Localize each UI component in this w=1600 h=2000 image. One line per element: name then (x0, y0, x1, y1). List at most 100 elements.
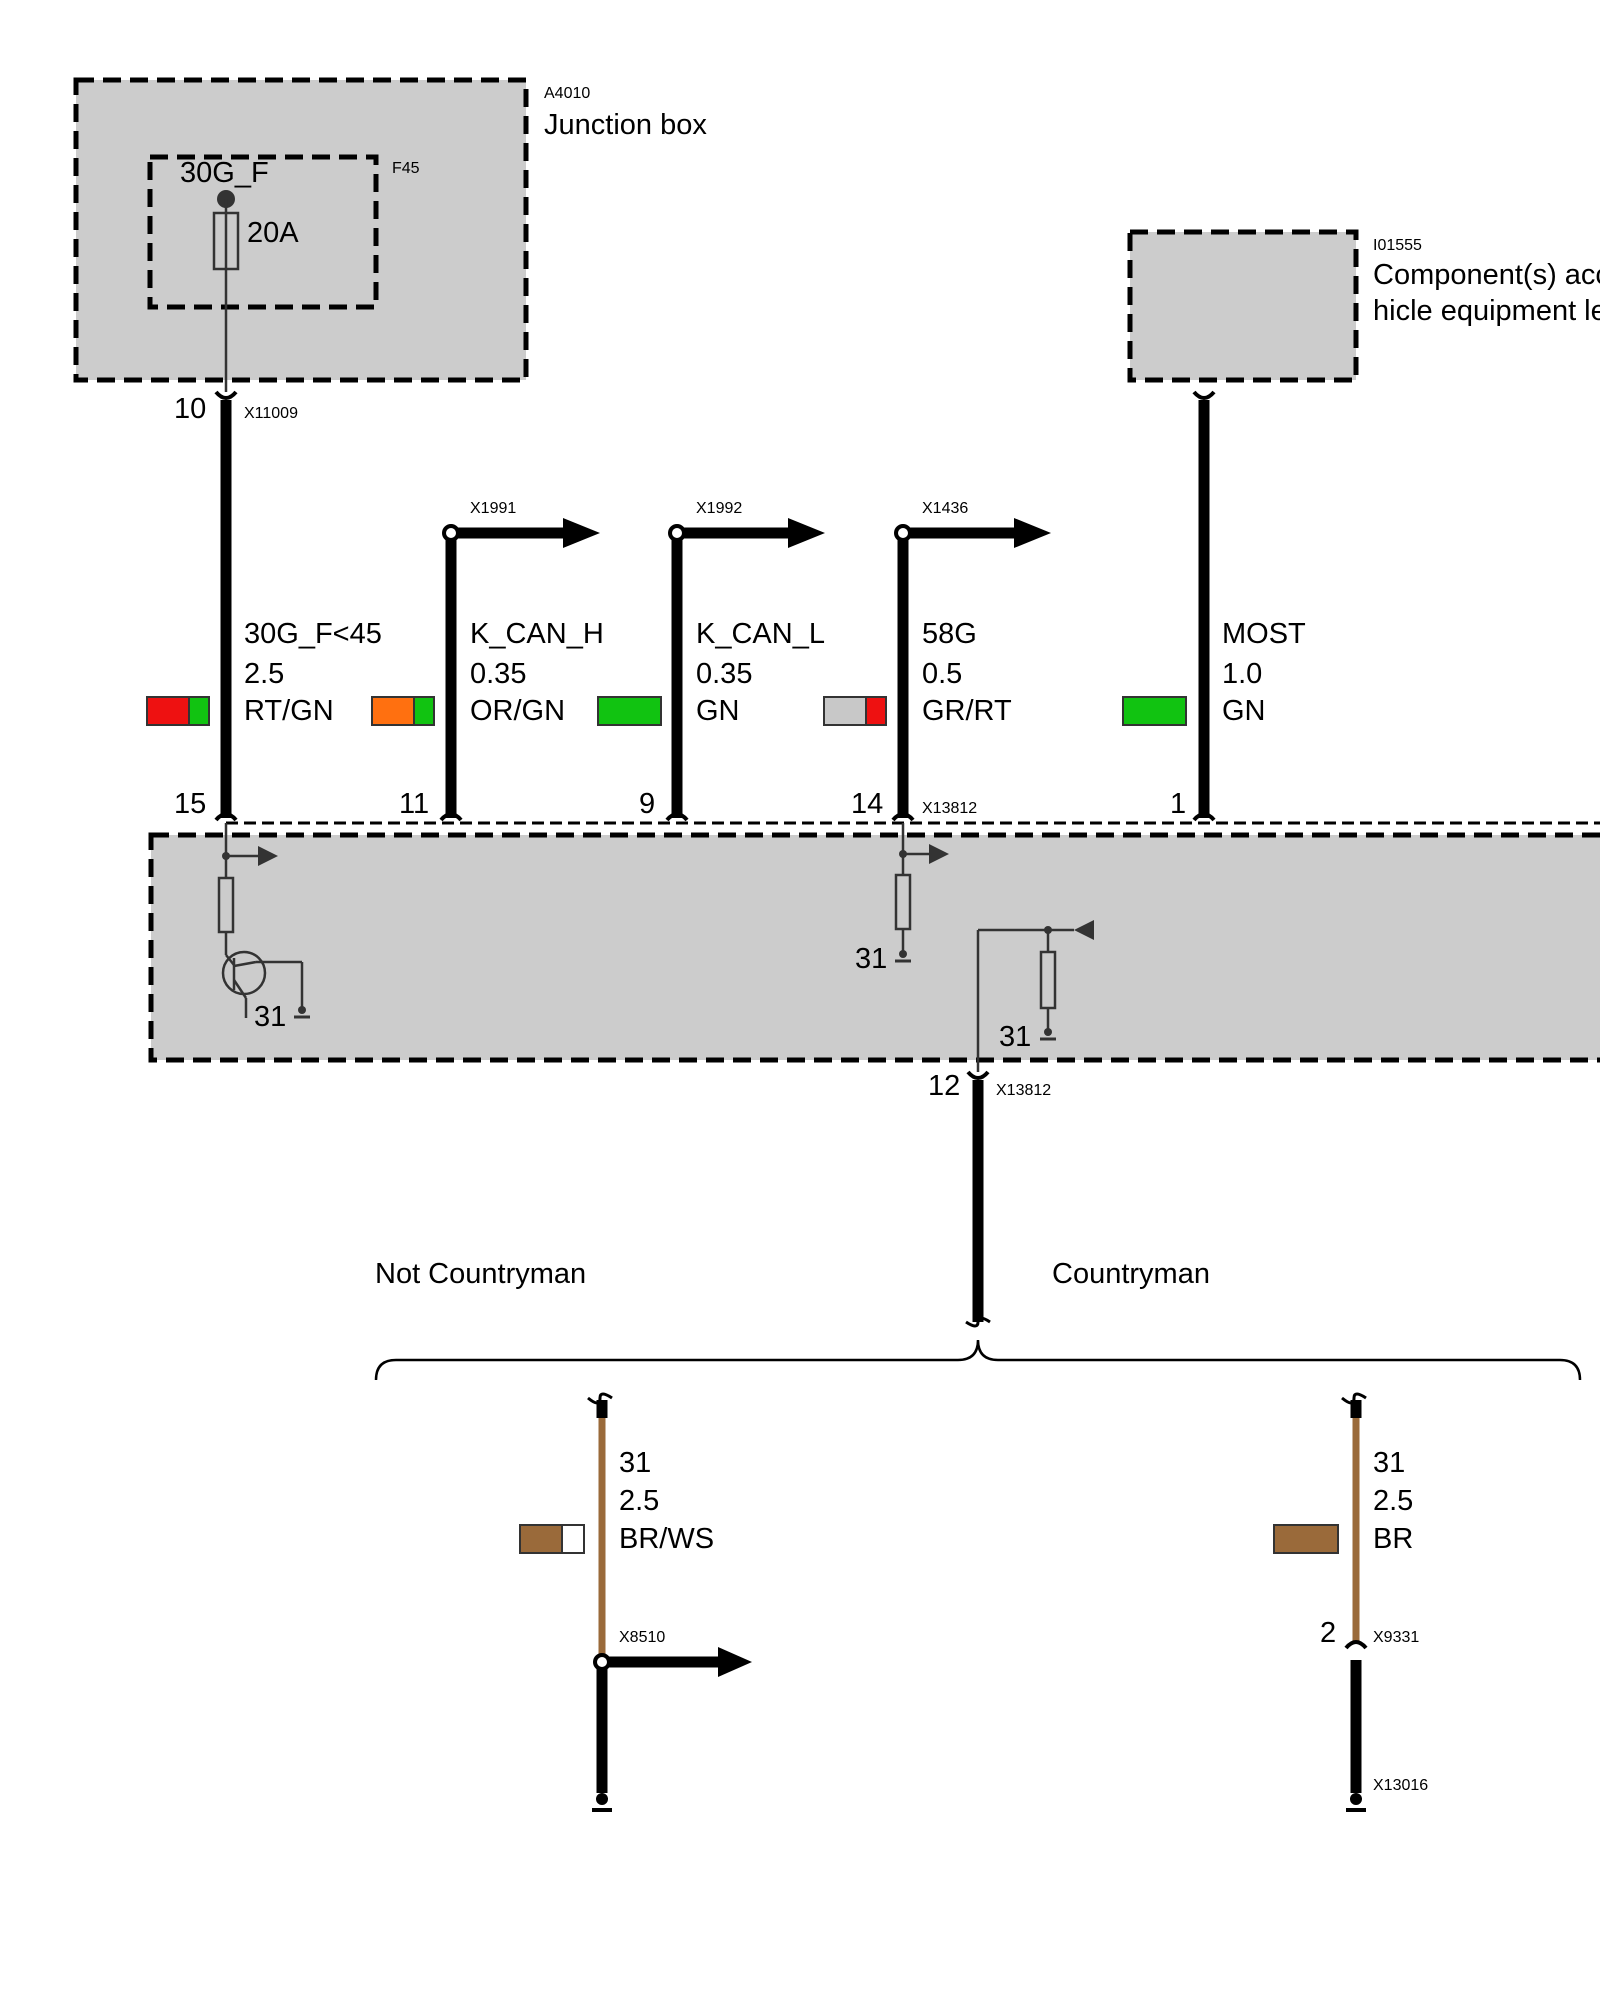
ground-dot (298, 1006, 306, 1014)
fuse: F45 30G_F 20A (147, 154, 420, 392)
wire-label-k-can-h: K_CAN_H 0.35 OR/GN (371, 618, 604, 727)
connector-x11009-symbol (214, 390, 238, 400)
color-swatch-gn (188, 696, 210, 726)
branch-x1436-dot (894, 524, 912, 542)
arrow-right-icon (788, 518, 825, 548)
fuse-terminal: 30G_F (180, 157, 269, 189)
wire-size: 0.5 (922, 658, 962, 690)
arrow-right-icon (1014, 518, 1051, 548)
branch-x1992-dot (668, 524, 686, 542)
pin-12-connector-label: X13812 (996, 1082, 1051, 1099)
pin-14-symbol (891, 812, 915, 822)
wire-break-symbol (965, 1316, 991, 1328)
color-swatch-br (1273, 1524, 1339, 1554)
ground-31-label: 31 (254, 1001, 286, 1033)
transistor-lead (225, 954, 235, 966)
fuse-code: F45 (392, 160, 420, 177)
wire-label-30g-f: 30G_F<45 2.5 RT/GN (146, 618, 382, 727)
wire-signal: K_CAN_H (470, 618, 604, 650)
internal-circuit-pin15: 31 (217, 823, 310, 1033)
junction-box-outline (73, 77, 529, 383)
component-outline (1127, 229, 1359, 383)
component-code: I01555 (1373, 237, 1422, 254)
connector-x9331-label: X9331 (1373, 1629, 1419, 1646)
color-swatch-br (519, 1524, 563, 1554)
arrow-right-icon (258, 846, 278, 866)
wire-break-symbol (587, 1392, 613, 1405)
connector-x11009-label: X11009 (244, 405, 298, 422)
connector-x13016-label: X13016 (1373, 1777, 1428, 1794)
wire-label-k-can-l: K_CAN_L 0.35 GN (597, 618, 825, 727)
ground-dot (899, 950, 907, 958)
wire-color: BR/WS (619, 1523, 714, 1555)
branch-x1991: X1991 (442, 500, 600, 548)
ground-31-label: 31 (999, 1021, 1031, 1053)
color-swatch-rt (146, 696, 190, 726)
pin-11-symbol (439, 812, 463, 822)
wire-signal: MOST (1222, 618, 1306, 650)
wire-size: 1.0 (1222, 658, 1262, 690)
ground-31-label: 31 (855, 943, 887, 975)
connector-x8510-label: X8510 (619, 1629, 665, 1646)
connector-x13812-pins (214, 812, 1216, 822)
variant-left-label: Not Countryman (375, 1258, 586, 1290)
pin-12-symbol (966, 1070, 990, 1080)
pin-14-label: 14 (851, 788, 883, 820)
branch-x1991-dot (442, 524, 460, 542)
pin-1-label: 1 (1170, 788, 1186, 820)
internal-circuit-pin12: 31 (976, 920, 1094, 1072)
branch-x1992-label: X1992 (696, 500, 742, 517)
resistor-symbol (1039, 950, 1057, 1010)
pin-11-label: 11 (399, 788, 429, 820)
wire-size: 2.5 (244, 658, 284, 690)
ground-dot (1044, 1028, 1052, 1036)
color-swatch-or (371, 696, 415, 726)
color-swatch-gn (597, 696, 662, 726)
wire-signal: 31 (619, 1447, 651, 1479)
wire-color: OR/GN (470, 695, 565, 727)
branch-x1991-label: X1991 (470, 500, 516, 517)
wire-color: GR/RT (922, 695, 1012, 727)
component-connector-symbol (1192, 390, 1216, 400)
wire-label-most: MOST 1.0 GN (1122, 618, 1306, 727)
wire-color: GN (696, 695, 740, 727)
branch-x1992: X1992 (668, 500, 825, 548)
resistor-symbol (894, 873, 912, 931)
color-swatch-gn (413, 696, 435, 726)
pin-15-label: 15 (174, 788, 206, 820)
arrow-right-icon (718, 1647, 752, 1677)
internal-circuit-pin14: 31 (855, 823, 949, 975)
wire-color: BR (1373, 1523, 1413, 1555)
wire-size: 0.35 (470, 658, 526, 690)
connector-x9331-symbol (1344, 1640, 1368, 1650)
color-swatch-ws (561, 1524, 585, 1554)
wire-break-symbol (1341, 1392, 1367, 1405)
pin-12-label: 12 (928, 1070, 960, 1102)
pin-1-symbol (1192, 812, 1216, 822)
junction-box-name: Junction box (544, 109, 707, 141)
variant-left-wiring: 31 2.5 BR/WS X8510 (519, 1392, 752, 1812)
wire-signal: 58G (922, 618, 977, 650)
arrow-left-icon (1074, 920, 1094, 940)
fuse-outline (147, 154, 379, 310)
color-swatch-rt (865, 696, 887, 726)
variant-brace (374, 1339, 1582, 1381)
junction-box-code: A4010 (544, 85, 590, 102)
pin-10-label: 10 (174, 393, 206, 425)
transistor-collector (233, 960, 257, 968)
variant-right-wiring: 31 2.5 BR 2 X9331 X13016 (1273, 1392, 1428, 1812)
wire-label-58g: 58G 0.5 GR/RT (823, 618, 1012, 727)
branch-x1436: X1436 (894, 500, 1051, 548)
connector-x13812-label: X13812 (922, 800, 977, 817)
component-name-line2: hicle equipment le (1373, 295, 1600, 327)
wire-size: 2.5 (619, 1485, 659, 1517)
component-i01555: I01555 Component(s) acc hicle equipment … (1127, 229, 1600, 400)
splice-x8510-dot (593, 1653, 611, 1671)
variant-right-label: Countryman (1052, 1258, 1210, 1290)
resistor-symbol (217, 876, 235, 934)
wire-signal: 30G_F<45 (244, 618, 382, 650)
fuse-rating: 20A (247, 217, 299, 249)
ground-dot (596, 1793, 608, 1805)
junction-box: A4010 Junction box F45 30G_F 20A (73, 77, 707, 392)
